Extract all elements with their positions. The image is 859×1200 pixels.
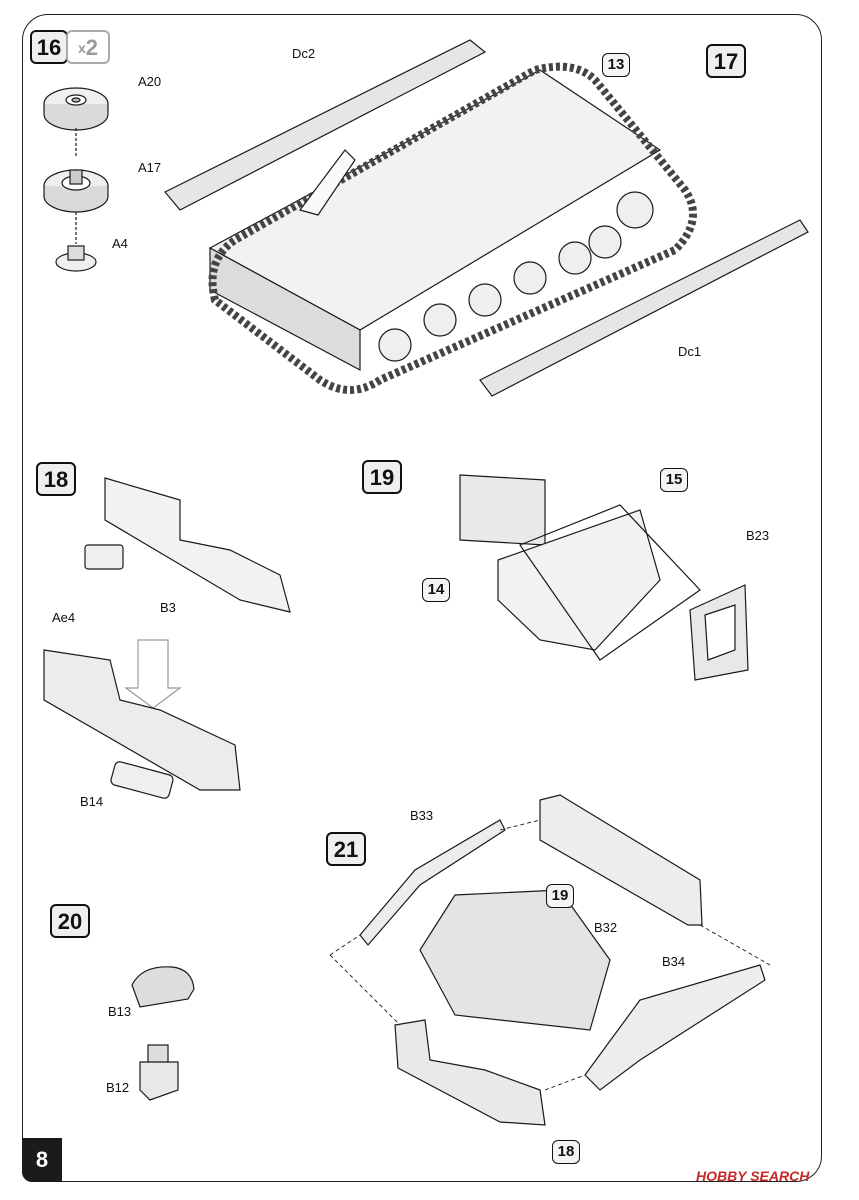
quantity-multiplier: x2 [66, 30, 110, 64]
step-17-badge: 17 [706, 44, 746, 78]
page-number: 8 [22, 1138, 62, 1182]
step-21-badge: 21 [326, 832, 366, 866]
part-label-ae4: Ae4 [52, 610, 76, 625]
periscope-b12-illustration [139, 1044, 179, 1101]
fighting-compartment-illustration [459, 474, 749, 681]
part-label-b33: B33 [410, 808, 434, 823]
part-label-b12: B12 [106, 1080, 130, 1095]
step-18-badge: 18 [36, 462, 76, 496]
part-label-a20: A20 [138, 74, 162, 89]
superstructure-assembly-illustration [359, 794, 766, 1126]
rear-assembly-b14-illustration [43, 649, 241, 799]
step-16-badge: 16 [30, 30, 68, 64]
road-wheel-a20-illustration [43, 87, 109, 131]
reference-step-14-badge: 14 [422, 578, 450, 602]
reference-step-15-badge: 15 [660, 468, 688, 492]
reference-step-18-badge: 18 [552, 1140, 580, 1164]
hatch-b13-illustration [131, 966, 195, 1008]
step-19-badge: 19 [362, 460, 402, 494]
part-label-a4: A4 [112, 236, 128, 251]
hobby-search-watermark: HOBBY SEARCH [696, 1168, 810, 1184]
part-label-a17: A17 [138, 160, 162, 175]
multiplier-x: x [77, 40, 86, 56]
page-frame [22, 14, 822, 1182]
part-label-b13: B13 [108, 1004, 132, 1019]
reference-step-19-badge: 19 [546, 884, 574, 908]
reference-step-13-badge: 13 [602, 53, 630, 77]
rear-plate-b3-illustration [84, 477, 291, 613]
part-label-b32: B32 [594, 920, 618, 935]
hub-a4-illustration [55, 245, 97, 272]
step-20-badge: 20 [50, 904, 90, 938]
part-label-b34: B34 [662, 954, 686, 969]
road-wheel-a17-illustration [43, 169, 109, 213]
part-label-dc1: Dc1 [678, 344, 702, 359]
part-label-b23: B23 [746, 528, 770, 543]
part-label-dc2: Dc2 [292, 46, 316, 61]
hull-with-tracks-illustration [164, 39, 809, 397]
part-label-b14: B14 [80, 794, 104, 809]
multiplier-count: 2 [85, 35, 99, 60]
part-label-b3: B3 [160, 600, 176, 615]
